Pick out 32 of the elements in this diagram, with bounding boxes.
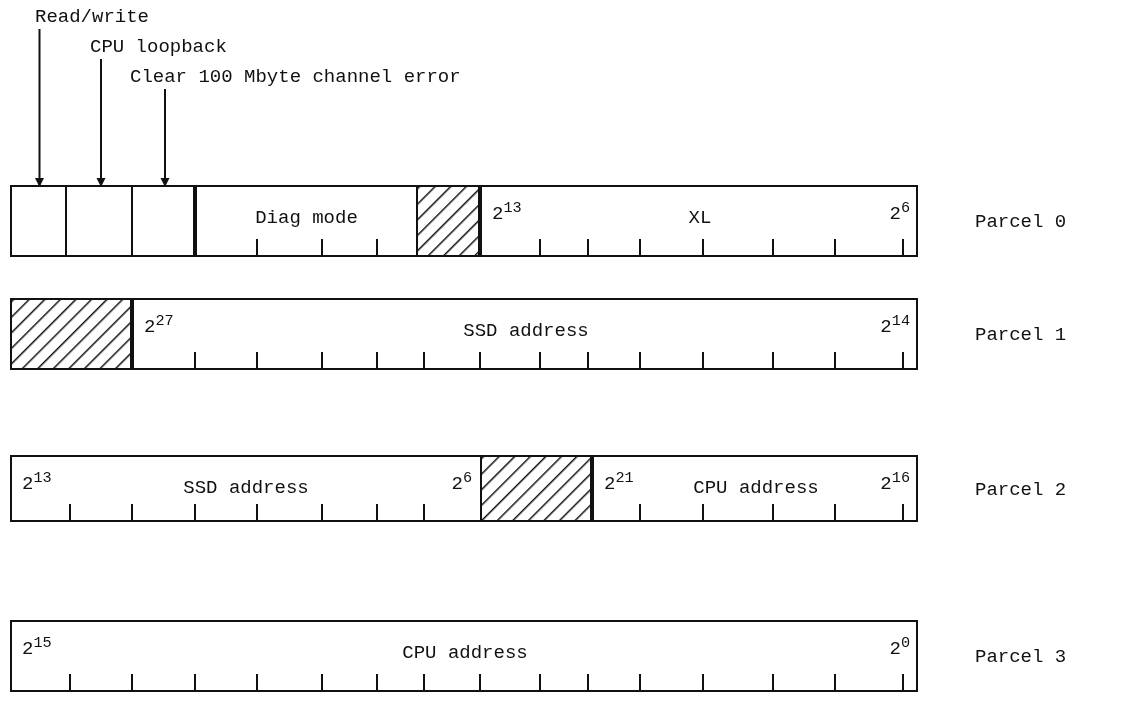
parcel-label: Parcel 1	[975, 326, 1067, 345]
parcel-label: Parcel 2	[975, 480, 1067, 500]
field-name: Diag mode	[255, 209, 358, 228]
leader-arrow	[35, 28, 44, 188]
bit-position-label: 2$^{6}$	[889, 201, 910, 225]
callout-label: Read/write	[35, 8, 150, 27]
bit-position-label: 2$^{6}$	[451, 471, 472, 495]
leader-arrow	[160, 88, 170, 188]
register-parcel-row	[10, 185, 918, 257]
field-name: CPU address	[402, 644, 528, 663]
field-name: XL	[688, 209, 712, 228]
field-name: SSD address	[463, 322, 589, 341]
bit-position-label: 2$^{27}$	[144, 314, 174, 338]
field-name: SSD address	[183, 479, 309, 498]
bit-position-label: 2$^{15}$	[22, 636, 52, 660]
hatched-reserved-field	[480, 457, 592, 520]
register-parcel-row	[10, 455, 918, 522]
callout-label: Clear 100 Mbyte channel error	[130, 68, 461, 87]
bit-position-label: 2$^{16}$	[880, 471, 910, 495]
hatched-reserved-field	[416, 187, 480, 255]
register-parcel-row	[10, 298, 918, 370]
parcel-label: Parcel 0	[975, 213, 1067, 232]
field-name: CPU address	[693, 479, 819, 498]
bit-position-label: 2$^{0}$	[889, 636, 910, 660]
bit-position-label: 2$^{13}$	[492, 201, 522, 225]
bit-position-label: 2$^{21}$	[604, 471, 634, 495]
bit-position-label: 2$^{14}$	[880, 314, 910, 338]
leader-arrow	[96, 58, 106, 188]
hatched-reserved-field	[12, 300, 132, 368]
callout-label: CPU loopback	[90, 38, 227, 57]
parcel-label: Parcel 3	[975, 648, 1067, 667]
bit-position-label: 2$^{13}$	[22, 471, 52, 495]
